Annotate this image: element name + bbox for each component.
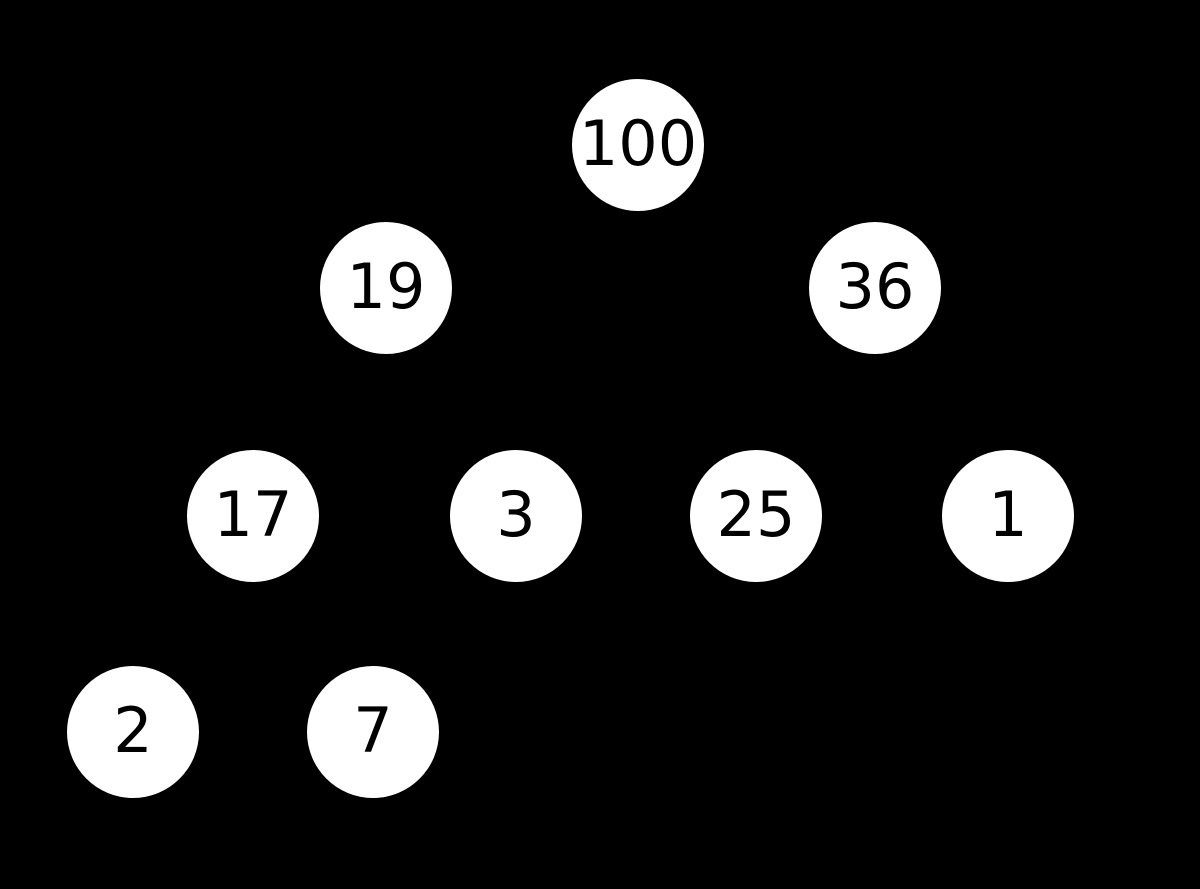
- tree-node-25[interactable]: 25: [690, 450, 822, 582]
- tree-node-2[interactable]: 2: [67, 666, 199, 798]
- tree-node-label: 7: [353, 694, 393, 767]
- tree-node-100[interactable]: 100: [572, 79, 704, 211]
- tree-node-label: 17: [213, 478, 293, 551]
- tree-node-label: 2: [113, 694, 153, 767]
- tree-node-7[interactable]: 7: [307, 666, 439, 798]
- tree-node-1[interactable]: 1: [942, 450, 1074, 582]
- tree-node-3[interactable]: 3: [450, 450, 582, 582]
- tree-node-label: 1: [988, 478, 1028, 551]
- tree-node-17[interactable]: 17: [187, 450, 319, 582]
- tree-node-label: 25: [716, 478, 796, 551]
- tree-node-19[interactable]: 19: [320, 222, 452, 354]
- tree-node-label: 100: [578, 107, 698, 180]
- tree-node-label: 19: [346, 250, 426, 323]
- tree-node-label: 3: [496, 478, 536, 551]
- tree-node-label: 36: [835, 250, 915, 323]
- tree-node-36[interactable]: 36: [809, 222, 941, 354]
